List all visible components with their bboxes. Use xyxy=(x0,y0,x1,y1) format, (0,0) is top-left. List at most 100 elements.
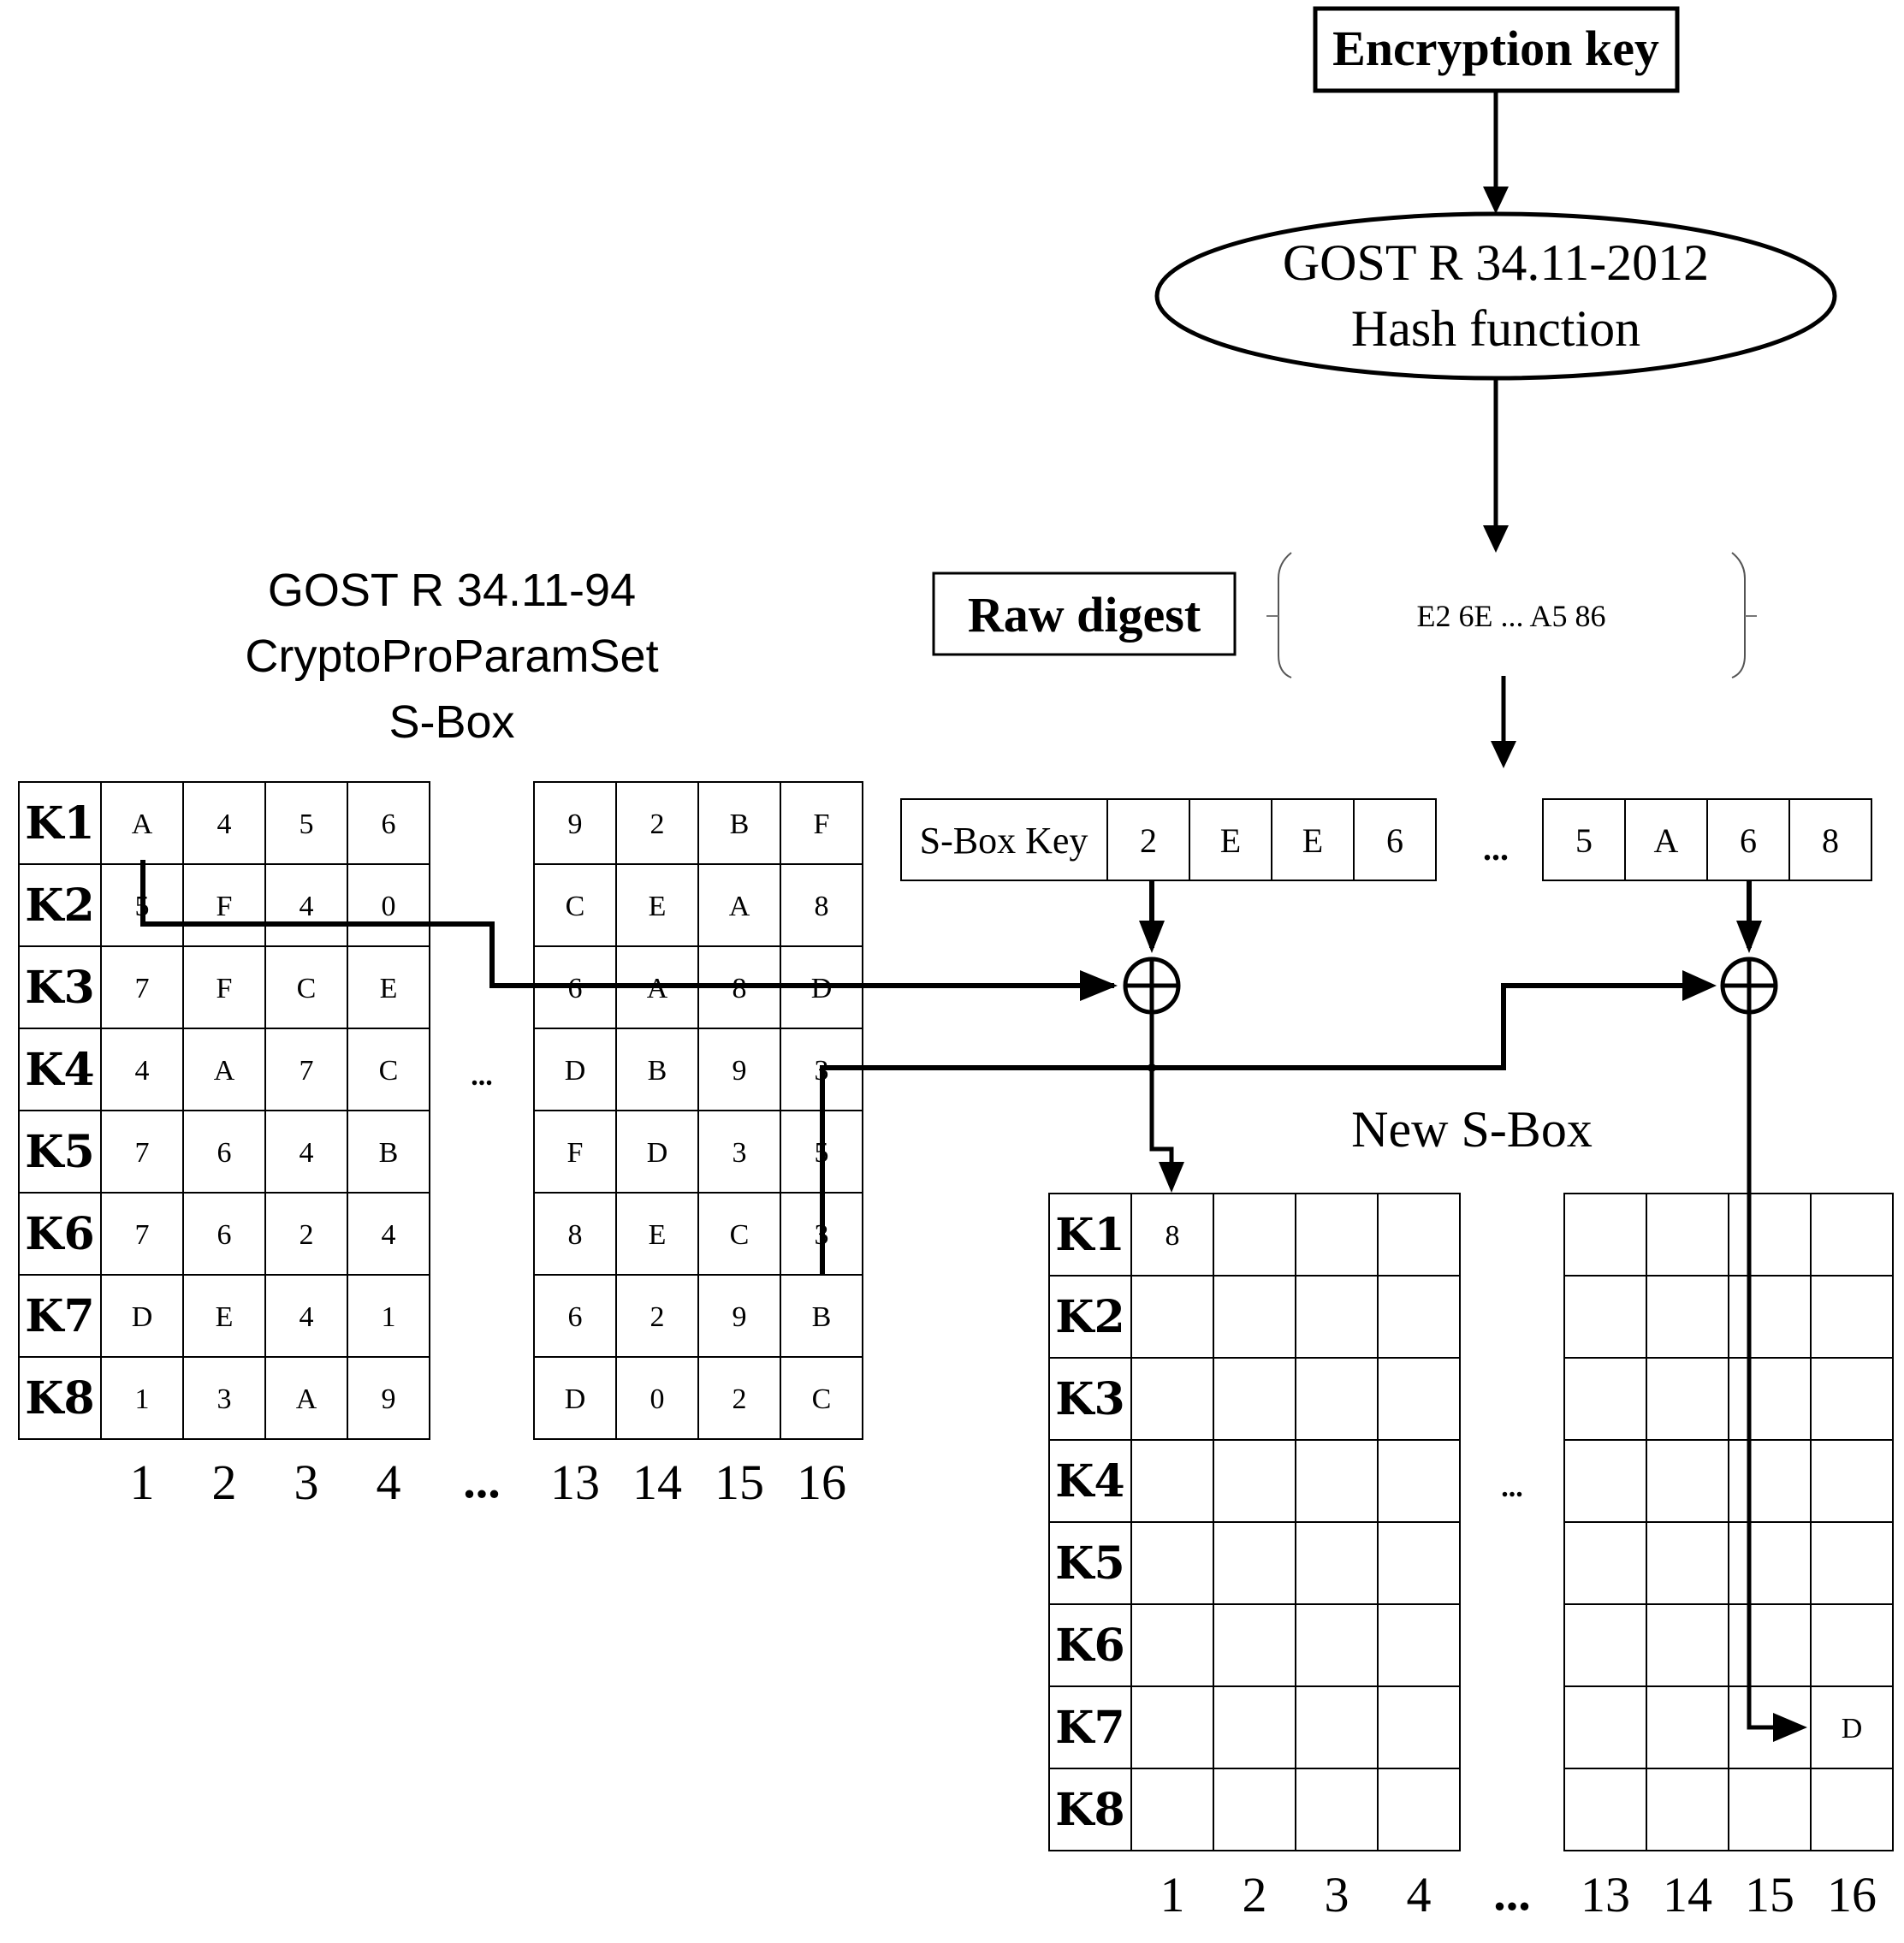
sbox-cell-value: D xyxy=(565,1383,586,1415)
sbox-cell-value: F xyxy=(567,1137,584,1169)
arrowhead-icon xyxy=(1483,525,1509,553)
sbox-cell-value: 9 xyxy=(568,809,583,840)
sbox-cell xyxy=(1810,1603,1894,1687)
column-label: 1 xyxy=(1160,1867,1185,1922)
raw-digest-label: Raw digest xyxy=(968,587,1201,643)
sbox-cell xyxy=(347,1356,430,1440)
sbox-cell-value: 0 xyxy=(650,1383,665,1415)
raw-digest-value-group: E2 6E ... A5 86 xyxy=(1266,552,1757,678)
column-label: 14 xyxy=(1663,1867,1712,1922)
sbox-cell xyxy=(1295,1439,1379,1523)
sbox-cell xyxy=(1295,1768,1379,1851)
row-label: K6 xyxy=(1055,1620,1124,1672)
sbox-cell-value: C xyxy=(379,1055,399,1087)
sbox-cell-value: C xyxy=(566,891,585,922)
flow-line-orig-k4c16-to-xor2 xyxy=(820,983,1688,1276)
original-sbox-title: GOST R 34.11-94 CryptoProParamSet S-Box xyxy=(245,565,658,748)
column-label: 15 xyxy=(715,1454,764,1510)
sbox-cell-value: 8 xyxy=(733,973,747,1004)
sbox-cell-value: 6 xyxy=(217,1137,232,1169)
sbox-cell xyxy=(1563,1521,1647,1605)
sbox-cell-value: 8 xyxy=(815,891,829,922)
sbox-cell xyxy=(1646,1193,1729,1277)
sbox-cell-value: 7 xyxy=(135,1137,150,1169)
sbox-cell xyxy=(1130,1768,1214,1851)
sbox-cell-value: C xyxy=(297,973,317,1004)
sbox-key-value: 5 xyxy=(1575,821,1593,860)
sbox-cell xyxy=(1295,1193,1379,1277)
row-label: K1 xyxy=(25,797,94,850)
sbox-cell xyxy=(1646,1275,1729,1359)
sbox-cell-value: 7 xyxy=(300,1055,314,1087)
sbox-key-value: 8 xyxy=(1822,821,1839,860)
sbox-cell xyxy=(1130,1521,1214,1605)
sbox-cell xyxy=(1646,1439,1729,1523)
sbox-key-label: S-Box Key xyxy=(920,820,1088,862)
raw-digest-value: E2 6E ... A5 86 xyxy=(1417,599,1606,633)
sbox-cell-value: 7 xyxy=(135,1219,150,1251)
row-label: K3 xyxy=(25,962,94,1014)
column-label: 16 xyxy=(797,1454,846,1510)
sbox-cell-value: B xyxy=(648,1055,667,1087)
sbox-cell-value: 2 xyxy=(733,1383,747,1415)
column-label: 2 xyxy=(1243,1867,1267,1922)
sbox-cell-value: 4 xyxy=(300,1301,314,1333)
row-label: K6 xyxy=(25,1208,94,1260)
flow-line-xor2-to-new-k7c16 xyxy=(1747,1012,1780,1730)
original-sbox-title-line-2: CryptoProParamSet xyxy=(245,631,658,682)
arrowhead-icon xyxy=(1483,187,1509,214)
sbox-cell xyxy=(1213,1521,1296,1605)
sbox-cell-value: 1 xyxy=(382,1301,396,1333)
arrowhead-icon xyxy=(1773,1713,1807,1742)
sbox-cell-value: 2 xyxy=(650,809,665,840)
sbox-cell-value: 3 xyxy=(217,1383,232,1415)
column-label: 13 xyxy=(550,1454,600,1510)
sbox-cell xyxy=(1295,1685,1379,1769)
row-label: K5 xyxy=(25,1126,94,1178)
arrowhead-icon xyxy=(1080,970,1118,1001)
sbox-cell-value: B xyxy=(812,1301,832,1333)
sbox-cell xyxy=(1728,1603,1812,1687)
sbox-cell xyxy=(1295,1521,1379,1605)
column-label: 13 xyxy=(1581,1867,1630,1922)
sbox-cell-value: F xyxy=(216,891,233,922)
sbox-cell-value: 4 xyxy=(135,1055,150,1087)
right-brace-icon xyxy=(1731,552,1746,678)
sbox-cell xyxy=(1646,1768,1729,1851)
sbox-cell xyxy=(1810,1768,1894,1851)
column-label: 2 xyxy=(212,1454,237,1510)
row-label: K8 xyxy=(1055,1784,1124,1836)
arrowhead-icon xyxy=(1736,921,1762,953)
sbox-cell xyxy=(1377,1685,1461,1769)
sbox-cell xyxy=(1728,1275,1812,1359)
sbox-cell-value: 5 xyxy=(300,809,314,840)
sbox-cell xyxy=(1563,1275,1647,1359)
sbox-cell-value: E xyxy=(649,891,667,922)
sbox-cell xyxy=(1377,1357,1461,1441)
column-label: 4 xyxy=(1407,1867,1432,1922)
sbox-cell-value: A xyxy=(729,891,750,922)
column-label: 4 xyxy=(377,1454,401,1510)
sbox-cell-value: 9 xyxy=(382,1383,396,1415)
sbox-cell-value: B xyxy=(730,809,750,840)
sbox-cell xyxy=(1563,1439,1647,1523)
sbox-key-value: A xyxy=(1654,821,1679,860)
row-label: K4 xyxy=(25,1044,94,1096)
column-label: 3 xyxy=(294,1454,319,1510)
sbox-cell-value: 9 xyxy=(733,1301,747,1333)
sbox-cell xyxy=(1295,1275,1379,1359)
sbox-cell xyxy=(1213,1768,1296,1851)
encryption-key-label: Encryption key xyxy=(1332,21,1659,76)
sbox-key-ellipsis: ... xyxy=(1483,829,1509,868)
original-sbox-title-line-3: S-Box xyxy=(389,696,514,748)
sbox-cell xyxy=(1213,1685,1296,1769)
sbox-key-cell xyxy=(1353,798,1437,881)
sbox-cell xyxy=(1377,1521,1461,1605)
sbox-cell xyxy=(1810,1521,1894,1605)
arrowhead-icon xyxy=(1682,970,1717,1001)
sbox-cell-value: A xyxy=(214,1055,235,1087)
sbox-cell xyxy=(1295,1603,1379,1687)
original-sbox-title-line-1: GOST R 34.11-94 xyxy=(268,565,636,616)
junction-dot xyxy=(1148,1063,1156,1072)
